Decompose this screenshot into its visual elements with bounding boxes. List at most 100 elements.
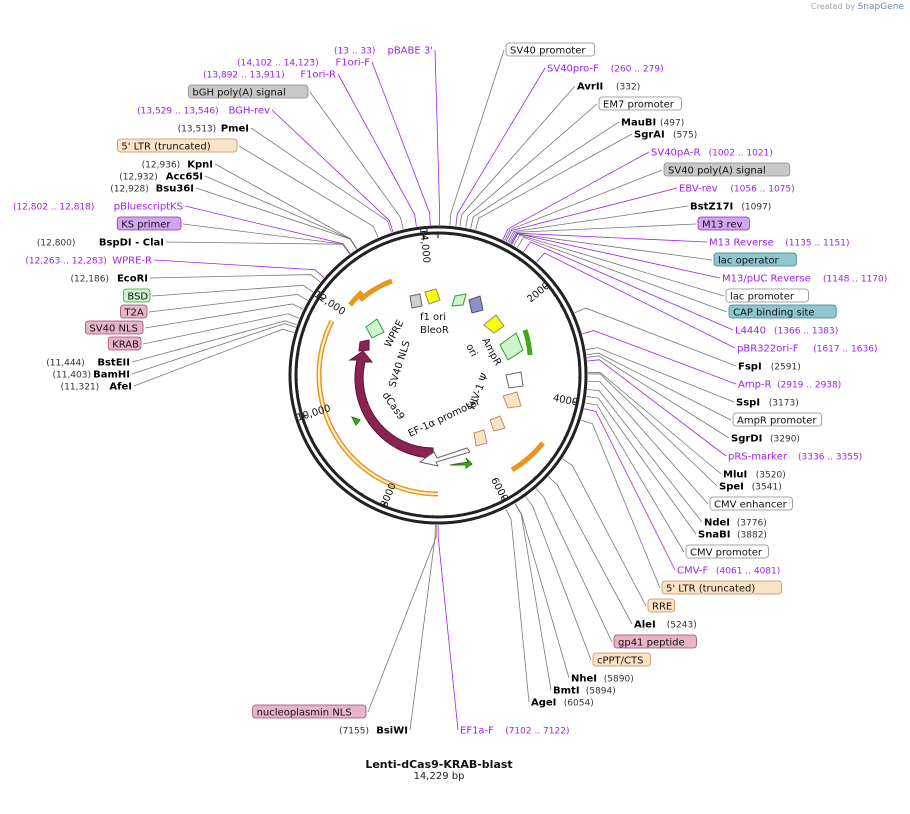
label-l4440[interactable]: L4440(1366 .. 1383) <box>735 326 838 337</box>
label-bsiwi[interactable]: BsiWI(7155) <box>339 726 408 737</box>
label-rre[interactable]: RRE <box>647 598 676 613</box>
label-sv40prof[interactable]: SV40pro-F(260 .. 279) <box>547 64 664 75</box>
ef1a-promoter-feature[interactable] <box>418 447 471 467</box>
psi-feature[interactable] <box>505 371 524 389</box>
label-kpni[interactable]: KpnI(12,936) <box>142 160 213 171</box>
label-sgrai[interactable]: SgrAI(575) <box>634 130 697 141</box>
label-bghrev[interactable]: BGH-rev(13,529 .. 13,546) <box>137 106 270 117</box>
label-avrii[interactable]: AvrII(332) <box>577 82 640 93</box>
label-cmvprom[interactable]: CMV promoter <box>685 544 769 559</box>
tick-mark <box>563 436 567 439</box>
label-f1orif[interactable]: F1ori-F(14,102 .. 14,123) <box>237 58 370 69</box>
label-bsteii[interactable]: BstEII(11,444) <box>46 358 130 369</box>
label-ecori[interactable]: EcoRI(12,186) <box>70 274 148 285</box>
feature-arc-right[interactable] <box>510 441 545 473</box>
label-bghpa[interactable]: bGH poly(A) signal <box>187 84 309 99</box>
label-cppt[interactable]: cPPT/CTS <box>592 652 651 667</box>
label-amprprom[interactable]: AmpR promoter <box>732 412 822 427</box>
label-m13reverse[interactable]: M13 Reverse(1135 .. 1151) <box>709 238 849 249</box>
label-bmti[interactable]: BmtI(5894) <box>553 686 616 697</box>
f1ori-feature[interactable] <box>451 293 467 307</box>
label-sv40par[interactable]: SV40pA-R(1002 .. 1021) <box>651 148 773 159</box>
label-fspi[interactable]: FspI(2591) <box>738 362 801 373</box>
label-ksprimer[interactable]: KS primer <box>116 216 182 231</box>
nls-feature[interactable] <box>358 339 370 352</box>
primer-name: EBV-rev <box>679 184 718 195</box>
primer-name: SV40pA-R <box>651 148 700 159</box>
tick-mark <box>524 484 527 488</box>
ltr-feature[interactable] <box>473 429 488 447</box>
ori-feature[interactable] <box>483 314 505 334</box>
label-pbks[interactable]: pBluescriptKS(12,802 .. 12,818) <box>13 202 183 213</box>
enzyme-name: BstEII <box>97 358 130 369</box>
feature-arc-green-right[interactable] <box>522 329 533 356</box>
rre-feature[interactable] <box>502 391 522 409</box>
feature-name: 5' LTR (truncated) <box>666 584 755 595</box>
label-bstz17i[interactable]: BstZ17I(1097) <box>690 202 771 213</box>
leader-line-pbr322 <box>536 252 736 349</box>
leader-line-kpni <box>214 163 358 250</box>
bsd-feature[interactable] <box>365 318 385 339</box>
label-afei[interactable]: AfeI(11,321) <box>61 382 132 393</box>
label-ef1af[interactable]: EF1a-F(7102 .. 7122) <box>460 726 569 737</box>
label-cmvf[interactable]: CMV-F(4061 .. 4081) <box>677 566 780 577</box>
leader-line-krab <box>142 313 300 345</box>
label-ebvrev[interactable]: EBV-rev(1056 .. 1075) <box>679 184 795 195</box>
label-cmvenh[interactable]: CMV enhancer <box>709 496 793 511</box>
label-ampr[interactable]: Amp-R(2919 .. 2938) <box>738 380 841 391</box>
label-pbr322[interactable]: pBR322ori-F(1617 .. 1636) <box>737 344 877 355</box>
label-maubi[interactable]: MauBI(497) <box>621 118 684 129</box>
leader-line-pbabe3 <box>434 49 441 226</box>
ampr-feature[interactable] <box>499 332 524 361</box>
inner-label-ori: ori <box>463 342 479 359</box>
label-mlui[interactable]: MluI(3520) <box>723 470 786 481</box>
label-alei[interactable]: AleI(5243) <box>634 620 697 631</box>
label-lacprom[interactable]: lac promoter <box>725 288 809 303</box>
feature-name: KRAB <box>112 340 139 351</box>
label-gp41[interactable]: gp41 peptide <box>613 634 697 649</box>
feature-arc-dcas9-orange[interactable] <box>316 319 439 497</box>
feature-arc-top-left-b[interactable] <box>358 278 393 302</box>
label-nucnls[interactable]: nucleoplasmin NLS <box>252 704 367 719</box>
label-ltr5b[interactable]: 5' LTR (truncated) <box>661 580 782 595</box>
label-ltr5a[interactable]: 5' LTR (truncated) <box>117 138 238 153</box>
label-sv40pa[interactable]: SV40 poly(A) signal <box>663 162 791 177</box>
coordinate-label: (575) <box>673 131 697 141</box>
label-em7[interactable]: EM7 promoter <box>598 96 682 111</box>
label-nhei[interactable]: NheI(5890) <box>571 674 634 685</box>
enzyme-name: Bsu36I <box>156 184 194 195</box>
label-m13rev[interactable]: M13 rev <box>697 216 750 231</box>
label-sspi[interactable]: SspI(3173) <box>736 398 799 409</box>
label-bsu36i[interactable]: Bsu36I(12,928) <box>110 184 194 195</box>
label-pbabe3[interactable]: pBABE 3'(13 .. 33) <box>334 46 433 57</box>
feature-arc-top-left-a[interactable] <box>348 290 364 307</box>
label-sv40nls[interactable]: SV40 NLS <box>85 320 144 335</box>
cppt-feature[interactable] <box>489 415 506 432</box>
label-prsmarker[interactable]: pRS-marker(3336 .. 3355) <box>728 452 862 463</box>
label-bamhi[interactable]: BamHI(11,403) <box>52 370 130 381</box>
label-capbs[interactable]: CAP binding site <box>728 304 837 319</box>
label-pmei[interactable]: PmeI(13,513) <box>178 124 249 135</box>
label-f1orir[interactable]: F1ori-R(13,892 .. 13,911) <box>203 70 336 81</box>
label-ndei[interactable]: NdeI(3776) <box>704 518 767 529</box>
label-bsd[interactable]: BSD <box>123 288 151 303</box>
label-bspdi[interactable]: BspDI - ClaI(12,800) <box>37 238 164 249</box>
label-wprer[interactable]: WPRE-R(12,263 .. 12,283) <box>25 256 152 267</box>
label-acc65i[interactable]: Acc65I(12,932) <box>119 172 203 183</box>
label-t2a[interactable]: T2A <box>120 304 148 319</box>
label-m13puc[interactable]: M13/pUC Reverse(1148 .. 1170) <box>722 274 887 285</box>
label-sgrdi[interactable]: SgrDI(3290) <box>731 434 800 445</box>
label-krab[interactable]: KRAB <box>107 336 142 351</box>
bgh-feature[interactable] <box>409 293 423 309</box>
leader-line-ltr5a <box>238 145 379 238</box>
label-agei[interactable]: AgeI(6054) <box>531 698 594 709</box>
label-spei[interactable]: SpeI(3541) <box>719 482 782 493</box>
label-sv40prom[interactable]: SV40 promoter <box>505 42 595 57</box>
lac-feature[interactable] <box>468 295 484 314</box>
leader-line-cppt <box>525 496 592 661</box>
label-lacop[interactable]: lac operator <box>713 252 797 267</box>
primer-name: BGH-rev <box>228 106 270 117</box>
bleor-feature[interactable] <box>424 288 441 305</box>
label-snabi[interactable]: SnaBI(3882) <box>698 530 767 541</box>
enzyme-name: KpnI <box>187 160 213 171</box>
